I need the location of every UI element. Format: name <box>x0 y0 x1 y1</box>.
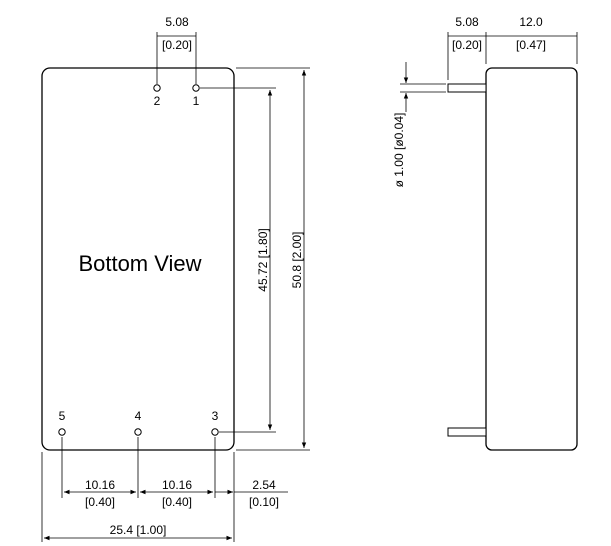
pin-5-hole <box>58 428 66 436</box>
pin-3-hole <box>211 428 219 436</box>
dim-bottom-extensions <box>41 437 235 542</box>
pin-1-label: 1 <box>193 94 200 108</box>
dim-pitch-right-in: [0.40] <box>162 495 192 509</box>
dim-edge-offset-mm: 2.54 <box>252 478 276 492</box>
dim-side-top <box>447 32 578 80</box>
dim-pin-length-in: [0.20] <box>452 38 482 52</box>
dim-pin-length-mm: 5.08 <box>455 15 479 29</box>
dim-width-label: 25.4 [1.00] <box>110 523 167 537</box>
dim-pitch-left-in: [0.40] <box>85 495 115 509</box>
pin-2-label: 2 <box>154 94 161 108</box>
side-pin-bottom <box>447 427 487 437</box>
dim-pin-spacing-top-in: [0.20] <box>162 38 192 52</box>
dim-height-inner-label: 45.72 [1.80] <box>256 228 270 291</box>
pin-4-hole <box>134 428 142 436</box>
side-view: 5.08 [0.20] 12.0 [0.47] ø 1.00 [ø0.04] <box>392 15 578 451</box>
dim-height-outer-label: 50.8 [2.00] <box>290 232 304 289</box>
dim-pin-spacing-top-mm: 5.08 <box>165 15 189 29</box>
pin-1-hole <box>192 84 200 92</box>
bottom-view: Bottom View 2 1 5 4 3 5.08 [0.20] 45.72 … <box>41 15 310 542</box>
pin-4-label: 4 <box>135 409 142 423</box>
dim-height-inner <box>200 87 276 433</box>
dim-pin-diameter <box>400 62 446 112</box>
dim-edge-offset-in: [0.10] <box>249 495 279 509</box>
dim-thickness-mm: 12.0 <box>519 15 543 29</box>
pin-5-label: 5 <box>59 409 66 423</box>
dim-height-outer <box>236 67 310 451</box>
dim-thickness-in: [0.47] <box>516 38 546 52</box>
dim-pin-diameter-label: ø 1.00 [ø0.04] <box>392 113 406 188</box>
dim-pitch-right-mm: 10.16 <box>162 478 192 492</box>
dim-pin-spacing-top <box>156 32 197 84</box>
module-body-side <box>485 67 578 451</box>
pin-3-label: 3 <box>212 409 219 423</box>
side-pin-top <box>447 83 487 93</box>
dim-pitch-left-mm: 10.16 <box>85 478 115 492</box>
pin-2-hole <box>153 84 161 92</box>
view-title: Bottom View <box>78 251 201 276</box>
